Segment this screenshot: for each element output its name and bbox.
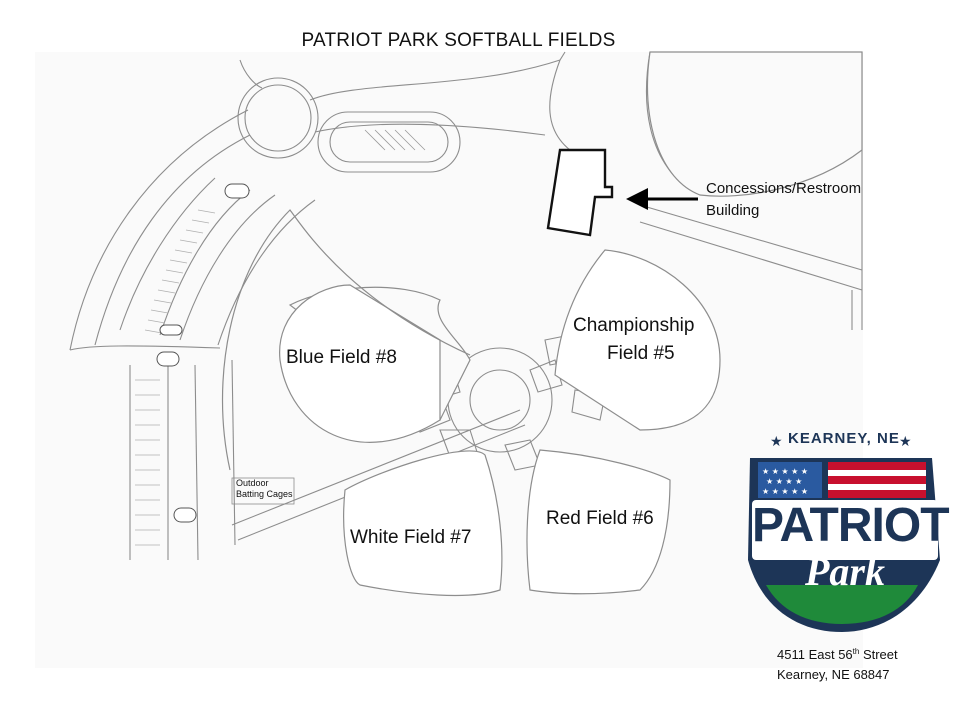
site-linework: [69, 51, 863, 561]
parking-islands: [156, 183, 250, 523]
concessions-line1: Concessions/Restroom: [706, 180, 862, 197]
batting-cages-line2: Batting Cages: [236, 489, 293, 499]
drop-off-loop: [317, 111, 461, 173]
arrow-head-icon: [626, 188, 648, 210]
concessions-building: [546, 148, 614, 237]
fields: [221, 51, 863, 597]
central-hub: [469, 369, 531, 431]
batting-cages-label: Outdoor Batting Cages: [236, 478, 293, 500]
batting-cages-line1: Outdoor: [236, 478, 269, 488]
address-city: Kearney, NE 68847: [777, 667, 890, 682]
page-title: PATRIOT PARK SOFTBALL FIELDS: [301, 30, 616, 51]
svg-text:★ ★ ★ ★ ★: ★ ★ ★ ★ ★: [762, 467, 808, 476]
parking-west: [119, 177, 216, 331]
red-field-outfield: [526, 449, 671, 595]
patriot-park-logo: ★ ★ ★ ★ ★ ★ ★ ★ ★ ★ ★ ★ ★ ★ ★ ★: [748, 433, 940, 632]
svg-text:★ ★ ★ ★ ★: ★ ★ ★ ★ ★: [762, 487, 808, 496]
red-field-label: Red Field #6: [546, 508, 654, 529]
batting-cages-area: [231, 477, 295, 505]
roundabout: [244, 84, 312, 152]
logo-star-left-icon: ★: [770, 433, 783, 449]
logo-word-park: Park: [805, 549, 885, 594]
logo-top-text: KEARNEY, NE: [788, 430, 900, 447]
plaza-hatching: [364, 129, 426, 151]
logo-word-patriot: PATRIOT: [752, 499, 950, 552]
address-block: 4511 East 56th Street Kearney, NE 68847: [777, 645, 898, 685]
championship-field-label-line2: Field #5: [607, 343, 675, 364]
concessions-line2: Building: [706, 202, 760, 219]
championship-field-outfield: [554, 249, 721, 431]
championship-field-label-line1: Championship: [573, 315, 695, 336]
blue-field-outfield: [279, 284, 441, 443]
logo-star-right-icon: ★: [899, 433, 912, 449]
svg-text:★ ★ ★ ★: ★ ★ ★ ★: [766, 477, 802, 486]
concessions-label: Concessions/Restroom Building: [706, 178, 861, 222]
logo-flag-canton: [758, 462, 822, 498]
logo-stripe: [828, 462, 926, 470]
parking-stalls: [135, 209, 216, 546]
white-field-label: White Field #7: [350, 527, 472, 548]
logo-grass: [766, 585, 918, 624]
white-field-outfield: [343, 450, 503, 597]
blue-field-label: Blue Field #8: [286, 347, 397, 368]
address-street: 4511 East 56th Street: [777, 647, 898, 662]
